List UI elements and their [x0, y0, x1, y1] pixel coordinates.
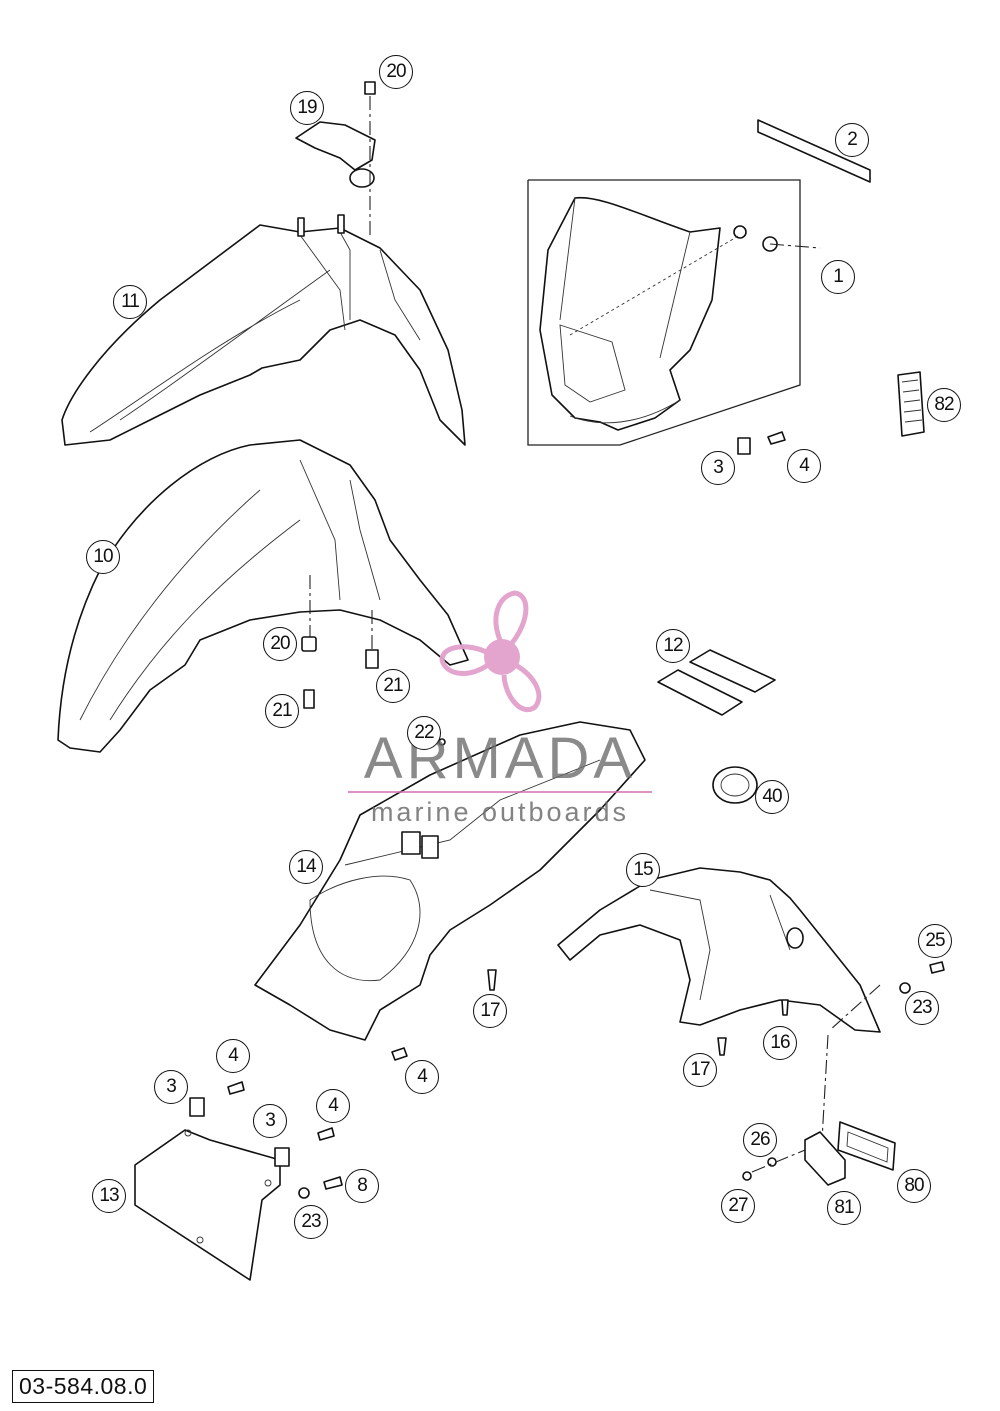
callout-15[interactable]: 15 [626, 853, 660, 887]
callout-4[interactable]: 4 [316, 1089, 350, 1123]
diagram-code: 03-584.08.0 [12, 1370, 155, 1403]
callout-19[interactable]: 19 [290, 91, 324, 125]
callout-26[interactable]: 26 [743, 1123, 777, 1157]
part-12-sticker-lower [657, 669, 743, 716]
callout-21[interactable]: 21 [265, 694, 299, 728]
propeller-icon [439, 590, 542, 713]
callout-11[interactable]: 11 [113, 285, 147, 319]
callout-12[interactable]: 12 [656, 629, 690, 663]
armada-watermark: ARMADA marine outboards [340, 585, 660, 835]
part-19-bracket [295, 81, 376, 238]
watermark-name: ARMADA [363, 726, 637, 791]
callout-4[interactable]: 4 [405, 1060, 439, 1094]
callout-17[interactable]: 17 [683, 1053, 717, 1087]
callout-2[interactable]: 2 [835, 123, 869, 157]
callout-1[interactable]: 1 [821, 260, 855, 294]
callout-16[interactable]: 16 [763, 1026, 797, 1060]
callout-40[interactable]: 40 [755, 780, 789, 814]
callout-13[interactable]: 13 [92, 1179, 126, 1213]
callout-8[interactable]: 8 [345, 1169, 379, 1203]
part-10-front-fender [57, 439, 469, 753]
callout-17[interactable]: 17 [473, 994, 507, 1028]
callout-4[interactable]: 4 [787, 449, 821, 483]
callout-3[interactable]: 3 [701, 451, 735, 485]
part-40-grommet [712, 766, 758, 804]
callout-14[interactable]: 14 [289, 850, 323, 884]
callout-22[interactable]: 22 [407, 716, 441, 750]
callout-21[interactable]: 21 [376, 669, 410, 703]
part-2-strip [757, 119, 871, 183]
callout-20[interactable]: 20 [379, 55, 413, 89]
callout-81[interactable]: 81 [827, 1191, 861, 1225]
part-12-sticker-upper [689, 649, 776, 693]
part-13-plate [134, 1129, 281, 1281]
callout-82[interactable]: 82 [927, 388, 961, 422]
watermark-tagline: marine outboards [370, 797, 630, 827]
callout-3[interactable]: 3 [154, 1070, 188, 1104]
watermark-divider [348, 791, 652, 793]
part-82-reflector [897, 371, 925, 437]
callout-27[interactable]: 27 [721, 1189, 755, 1223]
part-81-bracket [804, 1131, 846, 1186]
callout-25[interactable]: 25 [918, 924, 952, 958]
part-11-front-fender [61, 214, 466, 446]
callout-20[interactable]: 20 [263, 627, 297, 661]
callout-23[interactable]: 23 [294, 1205, 328, 1239]
part-14-rear-fender [254, 721, 646, 1041]
callout-4[interactable]: 4 [216, 1039, 250, 1073]
callout-80[interactable]: 80 [897, 1169, 931, 1203]
callout-10[interactable]: 10 [86, 540, 120, 574]
callout-23[interactable]: 23 [905, 991, 939, 1025]
callout-3[interactable]: 3 [253, 1104, 287, 1138]
part-15-fender-side [557, 867, 881, 1033]
headlight-mask-group [527, 179, 821, 446]
